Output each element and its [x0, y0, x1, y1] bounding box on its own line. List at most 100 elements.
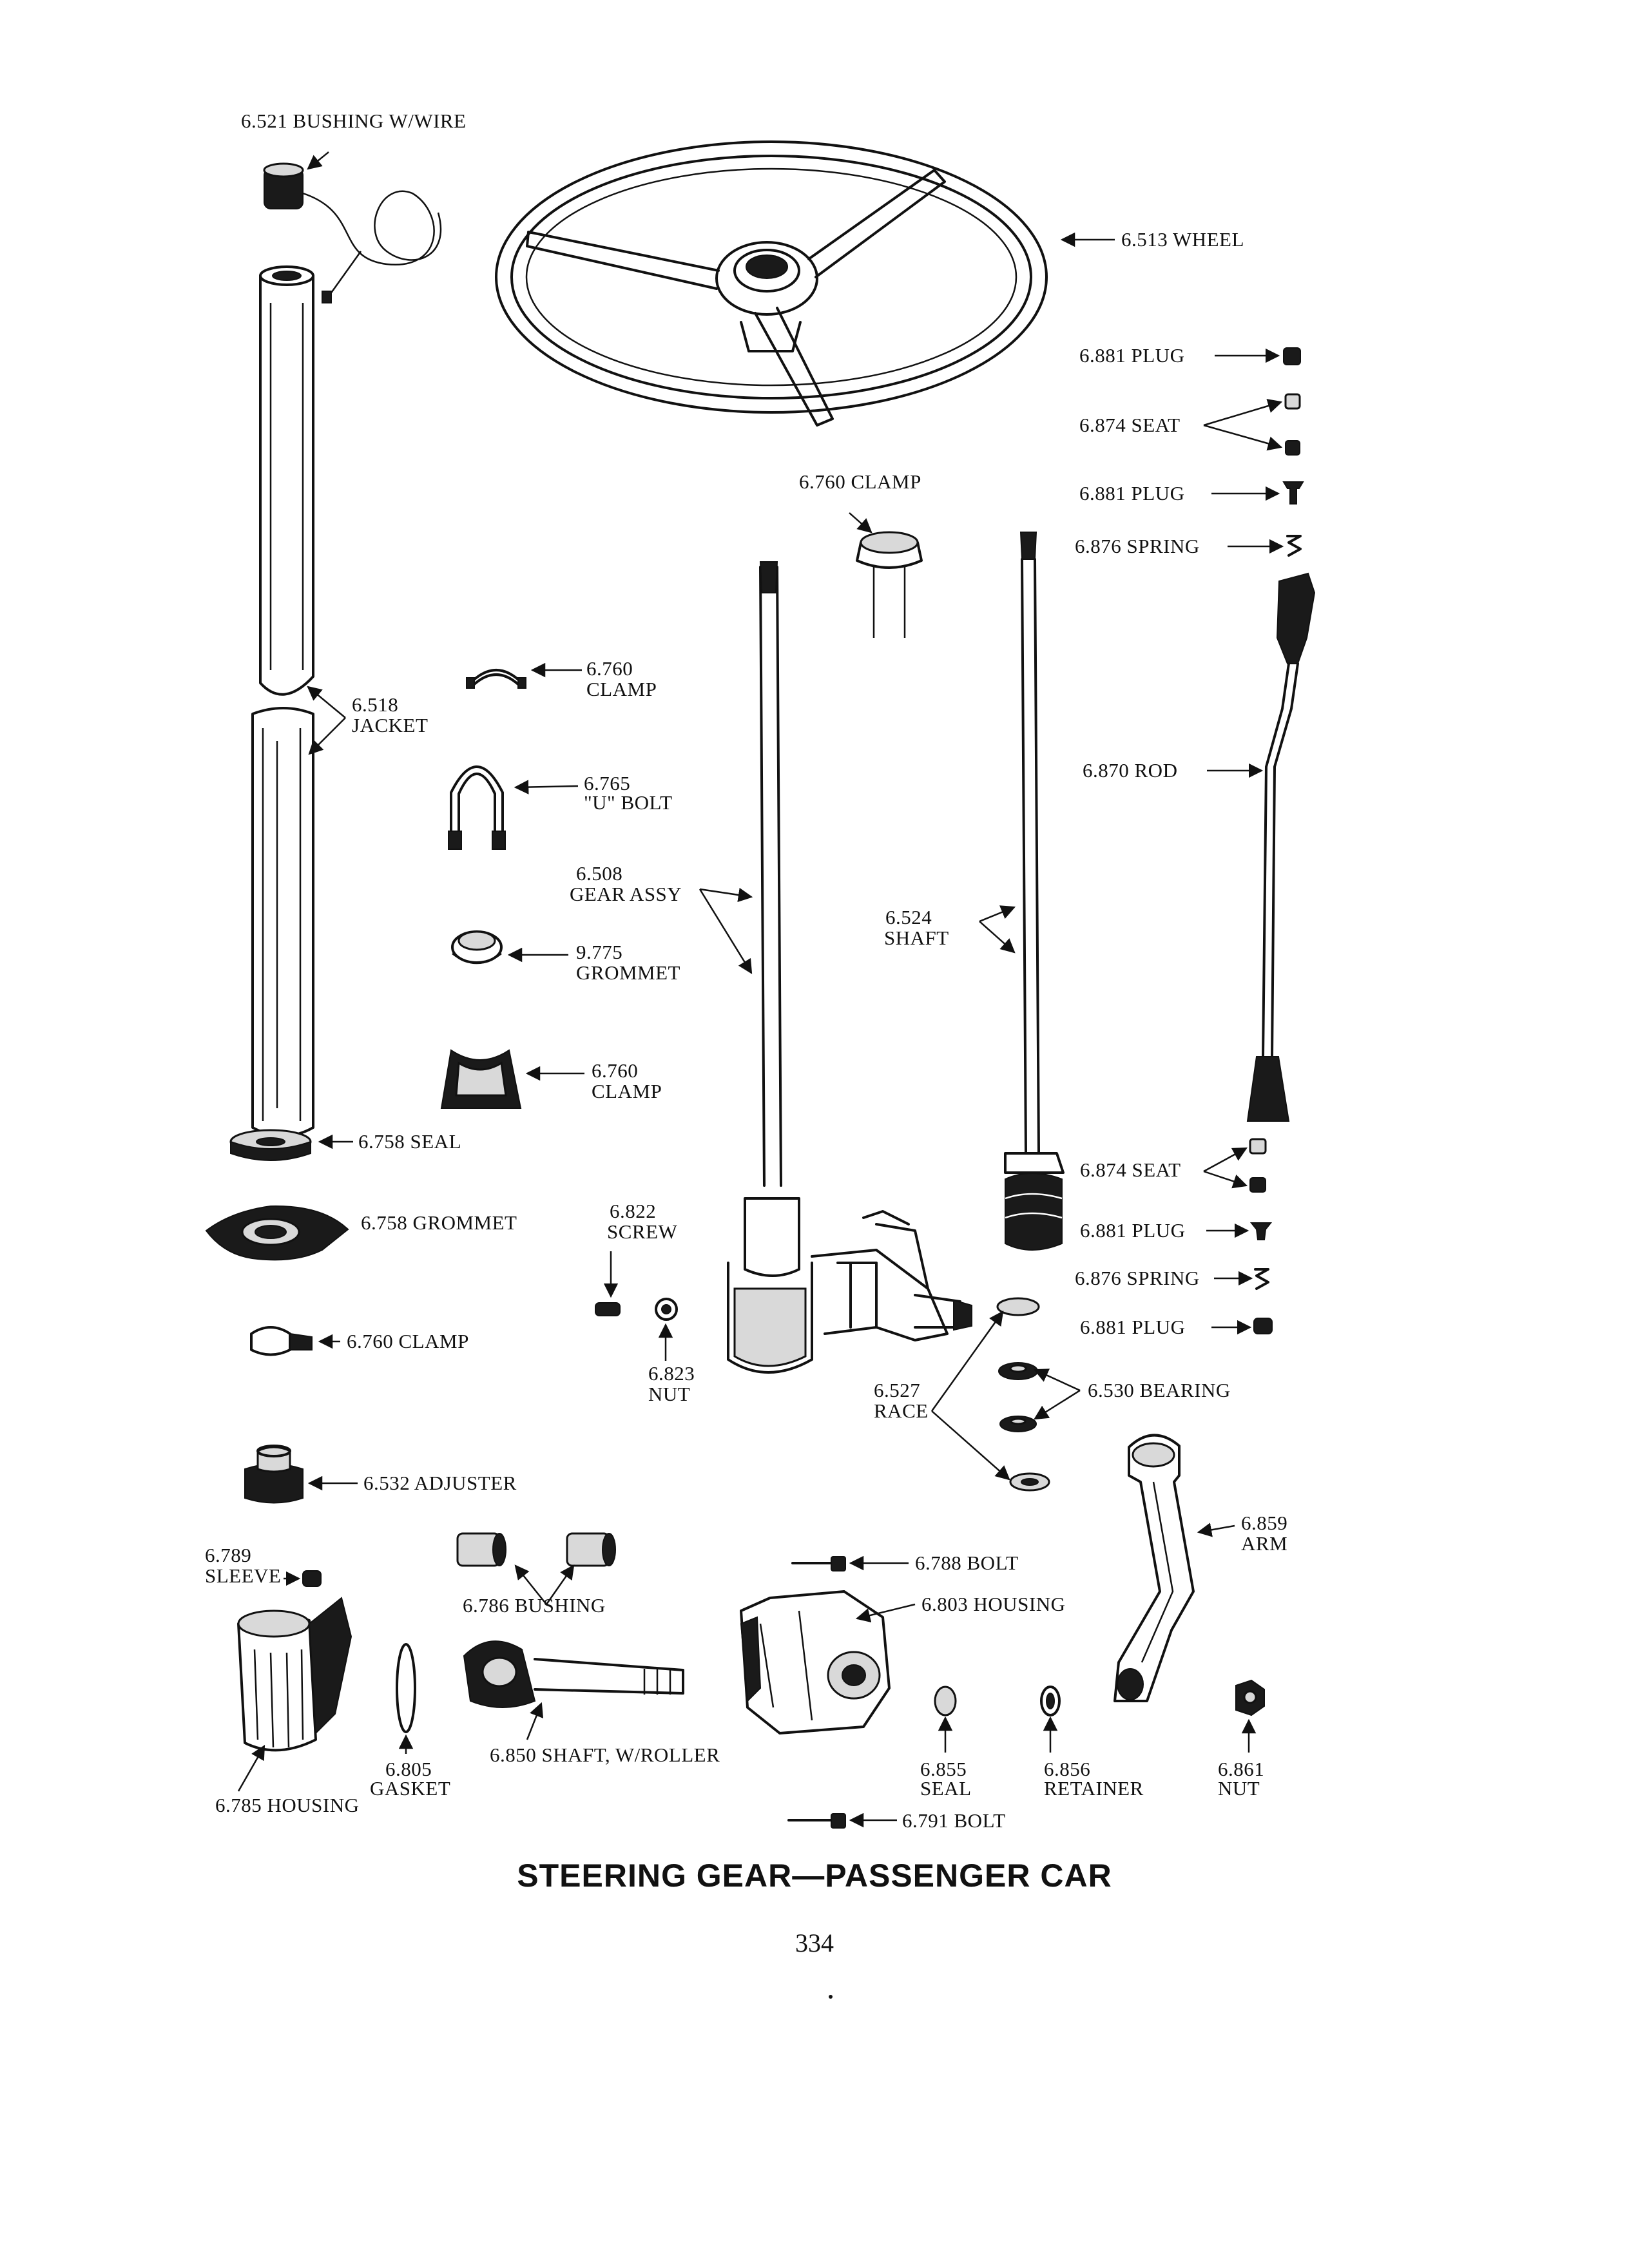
seat-874-part-a: [1284, 393, 1301, 410]
label-nut-823-no: 6.823: [648, 1362, 695, 1385]
label-plug-2: 6.881 PLUG: [1079, 482, 1184, 505]
plug-881-part-a: [1283, 347, 1301, 365]
nut-823-part: [655, 1298, 678, 1321]
label-clamp-ring-name: CLAMP: [586, 678, 657, 700]
label-sleeve-no: 6.789: [205, 1544, 251, 1566]
spring-876-part-b: [1254, 1268, 1269, 1290]
pitman-arm-part: [1113, 1434, 1195, 1702]
bearing-530-part-a: [998, 1362, 1038, 1380]
stray-dot: [829, 1995, 833, 1999]
label-retainer-name: RETAINER: [1044, 1777, 1144, 1800]
label-nut-823-name: NUT: [648, 1383, 690, 1405]
page-title: STEERING GEAR—PASSENGER CAR: [517, 1858, 1112, 1894]
label-bushing-786: 6.786 BUSHING: [463, 1594, 606, 1617]
label-bearing: 6.530 BEARING: [1088, 1379, 1231, 1401]
label-clamp-ring-no: 6.760: [586, 657, 633, 680]
seal-855-part: [934, 1686, 957, 1716]
bolt-791-part: [787, 1813, 846, 1829]
sleeve-part: [302, 1570, 322, 1587]
label-retainer-no: 6.856: [1044, 1758, 1090, 1780]
label-sleeve-name: SLEEVE: [205, 1564, 281, 1587]
label-bolt-791: 6.791 BOLT: [902, 1809, 1006, 1832]
plug-881-part-b: [1282, 481, 1304, 505]
label-bolt-788: 6.788 BOLT: [915, 1552, 1019, 1574]
label-rod: 6.870 ROD: [1083, 759, 1177, 782]
label-spring-1: 6.876 SPRING: [1075, 535, 1200, 557]
label-wheel: 6.513 WHEEL: [1121, 228, 1244, 251]
label-housing-803: 6.803 HOUSING: [921, 1593, 1066, 1615]
label-seat-2: 6.874 SEAT: [1080, 1158, 1181, 1181]
steering-wheel-part: [495, 140, 1048, 427]
gear-assembly-part: [727, 561, 972, 1374]
label-shaft-name: SHAFT: [884, 927, 949, 949]
label-race-no: 6.527: [874, 1379, 920, 1401]
label-gear-assy-no: 6.508: [576, 862, 622, 885]
seat-874-part-d: [1249, 1177, 1266, 1193]
label-clamp-block-name: CLAMP: [592, 1080, 662, 1102]
label-screw-name: SCREW: [607, 1220, 678, 1243]
label-arm-name: ARM: [1241, 1532, 1287, 1555]
label-nut-861-name: NUT: [1218, 1777, 1260, 1800]
label-bushing-wire: 6.521 BUSHING W/WIRE: [241, 110, 467, 132]
label-clamp-block-no: 6.760: [592, 1059, 638, 1082]
label-clamp-760: 6.760 CLAMP: [347, 1330, 469, 1352]
label-plug-3: 6.881 PLUG: [1080, 1219, 1185, 1242]
shift-rod-part: [1246, 572, 1316, 1122]
bushing-786-part-b: [566, 1532, 616, 1567]
seal-758-part: [229, 1129, 312, 1161]
clamp-block-part: [440, 1049, 522, 1109]
label-adjuster: 6.532 ADJUSTER: [363, 1472, 517, 1494]
gasket-part: [396, 1643, 416, 1733]
adjuster-part: [244, 1445, 304, 1504]
seat-874-part-c: [1249, 1138, 1267, 1155]
label-gasket-no: 6.805: [385, 1758, 432, 1780]
seat-874-part-b: [1285, 440, 1300, 456]
label-gear-assy-name: GEAR ASSY: [570, 883, 682, 905]
label-seal-758: 6.758 SEAL: [358, 1130, 461, 1153]
bushing-with-wire-part: [263, 162, 442, 303]
label-seal-855-no: 6.855: [920, 1758, 967, 1780]
label-grommet-975-name: GROMMET: [576, 961, 680, 984]
label-seal-855-name: SEAL: [920, 1777, 972, 1800]
nut-861-part: [1235, 1679, 1265, 1716]
steering-shaft-part: [1004, 532, 1065, 1251]
jacket-tube-part: [251, 265, 314, 1137]
u-bolt-part: [448, 765, 506, 850]
label-arm-no: 6.859: [1241, 1512, 1287, 1534]
clamp-ring-part: [466, 669, 526, 689]
page-number: 334: [795, 1928, 834, 1957]
label-shaft-roller: 6.850 SHAFT, W/ROLLER: [490, 1744, 720, 1766]
retainer-856-part: [1040, 1686, 1061, 1716]
label-plug-1: 6.881 PLUG: [1079, 344, 1184, 367]
label-seat-1: 6.874 SEAT: [1079, 414, 1181, 436]
label-spring-2: 6.876 SPRING: [1075, 1267, 1200, 1289]
leader-lines: [237, 151, 1284, 1828]
housing-803-part: [740, 1590, 891, 1735]
label-gasket-name: GASKET: [370, 1777, 450, 1800]
bolt-788-part: [791, 1556, 846, 1571]
race-527-part-a: [996, 1297, 1040, 1316]
label-shaft-no: 6.524: [885, 906, 932, 928]
bushing-786-part-a: [456, 1532, 506, 1567]
label-race-name: RACE: [874, 1399, 929, 1422]
label-screw-no: 6.822: [610, 1200, 656, 1222]
race-527-part-b: [1009, 1472, 1050, 1492]
shaft-roller-part: [463, 1640, 684, 1708]
label-u-bolt-name: "U" BOLT: [584, 791, 673, 814]
label-housing-785: 6.785 HOUSING: [215, 1794, 360, 1816]
spring-876-part-a: [1286, 535, 1302, 557]
housing-785-part: [237, 1597, 352, 1752]
clamp-cap-part: [856, 531, 923, 638]
clamp-small-part: [250, 1326, 313, 1356]
bearing-530-part-b: [999, 1416, 1037, 1432]
label-nut-861-no: 6.861: [1218, 1758, 1264, 1780]
plug-881-part-d: [1253, 1318, 1273, 1334]
grommet-975-part: [451, 930, 503, 965]
plug-881-part-c: [1249, 1222, 1273, 1240]
grommet-758-part: [205, 1205, 349, 1261]
screw-822-part: [595, 1302, 621, 1316]
label-grommet-975-no: 9.775: [576, 941, 622, 963]
label-u-bolt-no: 6.765: [584, 772, 630, 794]
label-clamp-top: 6.760 CLAMP: [799, 470, 921, 493]
